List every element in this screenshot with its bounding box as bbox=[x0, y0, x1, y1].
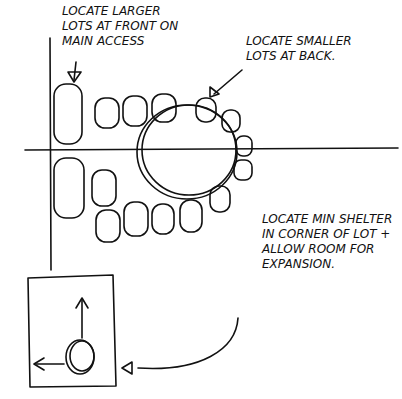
annotation-note: LOCATE LARGER LOTS AT FRONT ON MAIN ACCE… bbox=[62, 4, 180, 49]
leader-line bbox=[214, 70, 242, 94]
small-lot bbox=[236, 136, 252, 156]
large-lot bbox=[54, 84, 82, 144]
shelter bbox=[70, 341, 94, 371]
small-lot bbox=[196, 98, 216, 122]
expansion-arrow bbox=[36, 363, 64, 365]
annotation-note: LOCATE MIN SHELTER IN CORNER OF LOT + AL… bbox=[262, 212, 396, 272]
small-lot bbox=[152, 94, 176, 122]
large-lot bbox=[54, 158, 84, 218]
small-lot bbox=[152, 204, 174, 234]
leader-line bbox=[74, 62, 76, 80]
small-lot bbox=[123, 96, 147, 126]
arrowhead bbox=[34, 358, 44, 370]
lot-outline bbox=[28, 275, 116, 387]
arrowhead bbox=[122, 362, 132, 374]
small-lot bbox=[124, 202, 148, 236]
road-line bbox=[50, 38, 51, 270]
small-lot bbox=[234, 160, 252, 180]
road-line bbox=[25, 148, 398, 150]
small-lot bbox=[95, 98, 119, 128]
small-lot bbox=[92, 170, 116, 206]
arrowhead bbox=[76, 298, 88, 308]
leader-line bbox=[138, 318, 238, 368]
expansion-arrow bbox=[81, 300, 83, 338]
annotation-note: LOCATE SMALLER LOTS AT BACK. bbox=[246, 34, 356, 64]
small-lot bbox=[180, 200, 202, 232]
small-lot bbox=[210, 186, 230, 212]
small-lot bbox=[222, 110, 240, 132]
arrowhead bbox=[210, 87, 219, 97]
arrowhead bbox=[68, 72, 81, 82]
small-lot bbox=[96, 210, 120, 242]
shelter bbox=[66, 340, 94, 374]
